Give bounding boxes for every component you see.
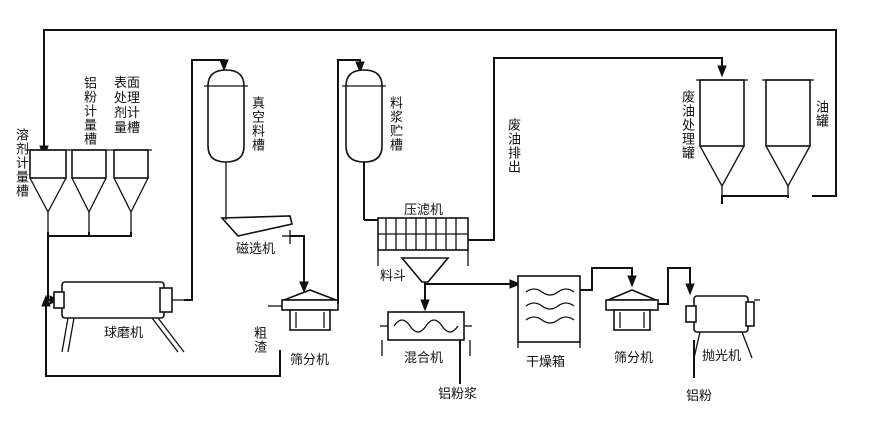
magnetic-separator-label: 磁选机 <box>236 242 276 257</box>
screener-1-label: 筛分机 <box>290 353 330 368</box>
solvent-tank <box>26 149 70 232</box>
slurry-tank-label: 料浆贮槽 <box>387 96 402 152</box>
al-powder-tank <box>68 149 110 232</box>
magnetic-separator <box>220 210 309 294</box>
ball-mill <box>53 281 185 353</box>
al-paste-label: 铝粉浆 <box>438 387 478 402</box>
coarse-residue-label: 粗渣 <box>251 326 266 354</box>
dryer-label: 干燥箱 <box>526 355 566 370</box>
hopper-label: 料斗 <box>380 269 407 284</box>
vacuum-tank-label: 真空料槽 <box>249 96 264 152</box>
filter-press-label: 压滤机 <box>404 203 444 218</box>
mixer-label: 混合机 <box>404 351 444 366</box>
waste-oil-tank <box>696 79 748 204</box>
mill-to-vacuum-line <box>184 59 229 301</box>
screener-to-slurry-line <box>337 59 365 304</box>
slurry-tank <box>342 69 386 221</box>
screener-2-label: 筛分机 <box>614 351 654 366</box>
vacuum-tank <box>204 69 248 210</box>
surface-agent-tank-label: 表面处理剂计量槽 <box>114 76 141 136</box>
screener-2 <box>605 267 695 331</box>
filter-press <box>377 57 727 266</box>
surface-agent-tank <box>110 149 152 232</box>
mixer <box>380 311 472 384</box>
polisher <box>685 295 760 378</box>
waste-oil-out-label: 废油排出 <box>505 118 520 174</box>
al-powder-label: 铝粉 <box>686 389 713 404</box>
bottom-return-line <box>41 294 281 377</box>
waste-oil-tank-label: 废油处理罐 <box>679 90 694 160</box>
al-powder-tank-label: 铝粉计量槽 <box>81 76 96 146</box>
oil-tank <box>721 79 814 204</box>
screener-1 <box>268 289 339 331</box>
ball-mill-label: 球磨机 <box>104 326 144 341</box>
hopper <box>400 257 522 312</box>
oil-tank-label: 油罐 <box>813 100 828 128</box>
polisher-label: 抛光机 <box>702 349 742 364</box>
solvent-tank-label: 溶剂计量槽 <box>13 128 28 198</box>
dryer <box>517 267 637 348</box>
